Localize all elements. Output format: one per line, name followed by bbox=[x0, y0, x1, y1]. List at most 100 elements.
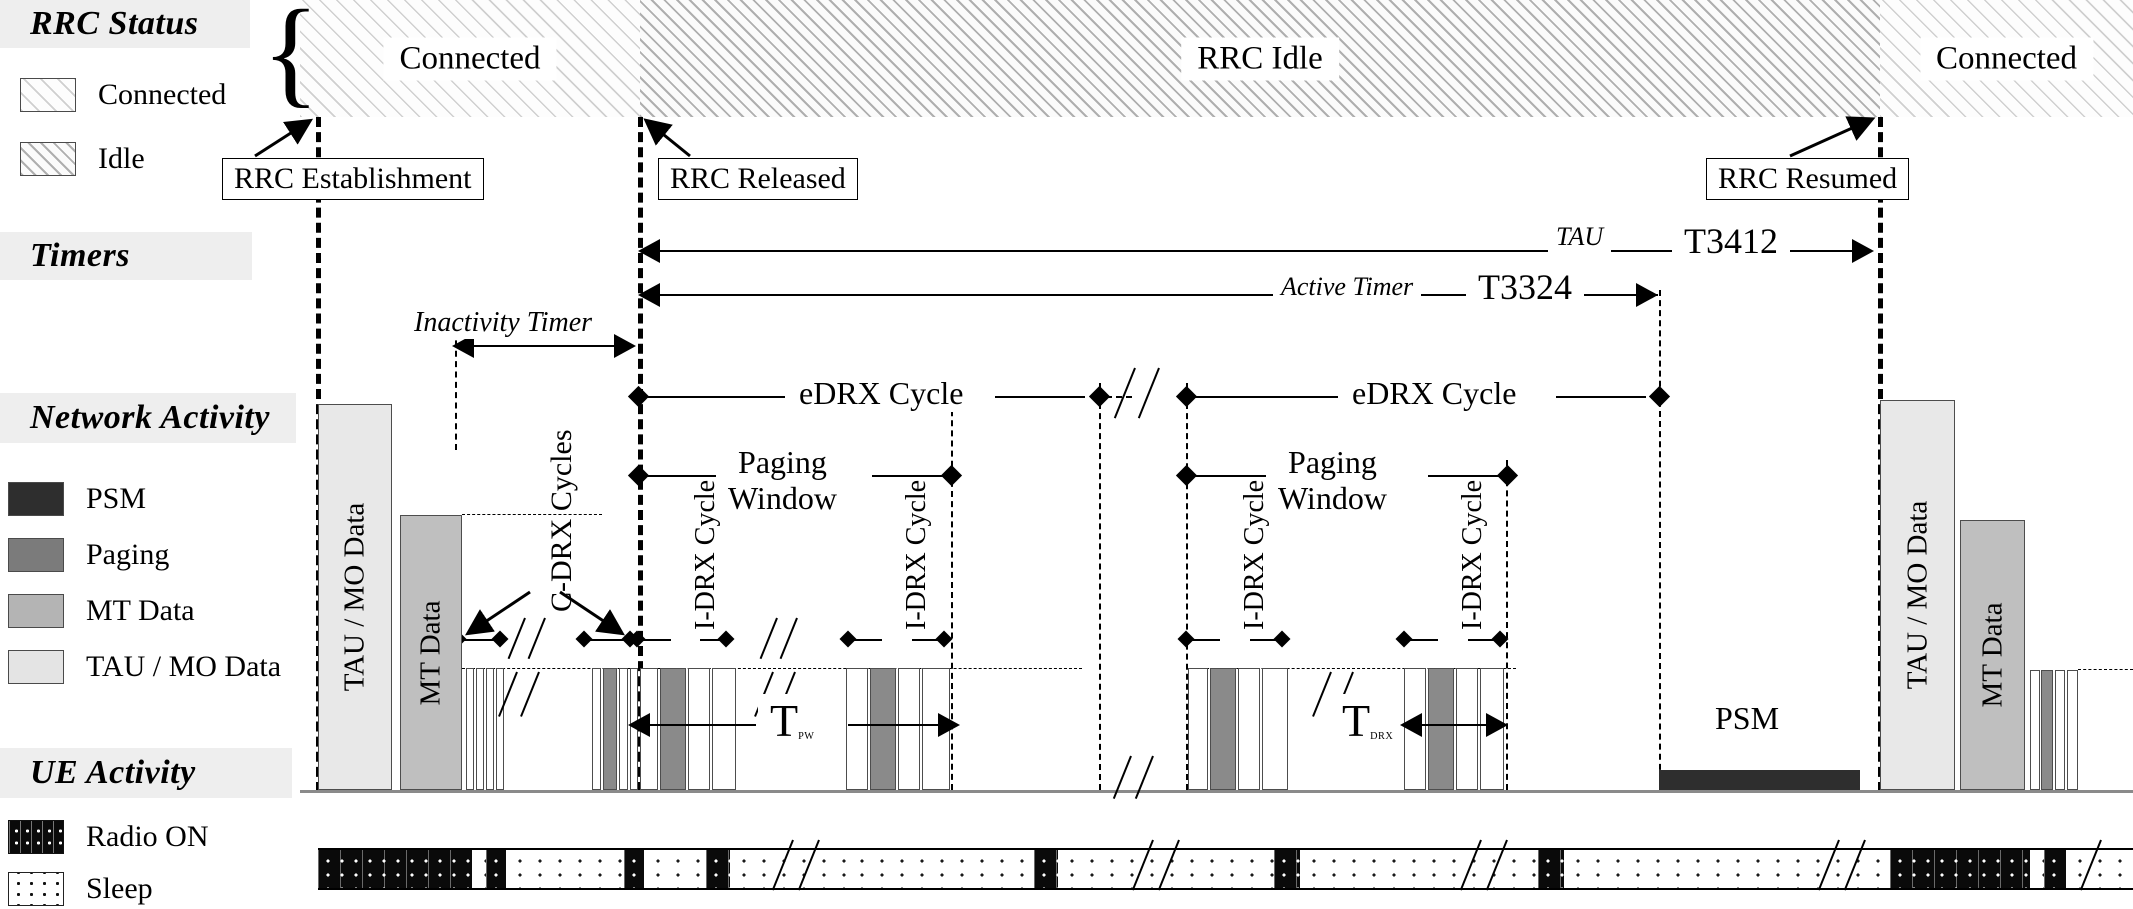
t-pw-sub: PW bbox=[798, 730, 815, 742]
legend-item-connected: Connected bbox=[20, 78, 226, 112]
burst-pw2-b bbox=[1238, 668, 1260, 790]
callout-rrc-resumed[interactable]: RRC Resumed bbox=[1706, 158, 1910, 200]
pw1-line-right bbox=[872, 475, 944, 477]
hatch-idle-icon bbox=[20, 142, 76, 176]
radio-on-pattern-icon bbox=[8, 820, 64, 854]
tdrx-arrow-left bbox=[1400, 713, 1422, 737]
burst-paging-a bbox=[603, 668, 617, 790]
bar-label: TAU / MO Data bbox=[338, 502, 371, 692]
idrx4-line-left bbox=[1410, 639, 1438, 641]
rrc-segment-idle: RRC Idle bbox=[640, 0, 1880, 117]
section-header-network-activity: Network Activity bbox=[0, 393, 296, 443]
paging-window-line1: Paging bbox=[1288, 444, 1377, 480]
callout-rrc-establishment[interactable]: RRC Establishment bbox=[222, 158, 484, 200]
pw2-line-right bbox=[1428, 475, 1500, 477]
psm-color-icon bbox=[8, 482, 64, 516]
ue-seg-sleep bbox=[644, 850, 706, 888]
tpw-line-left bbox=[648, 724, 756, 726]
rrc-segment-label: Connected bbox=[1919, 37, 2094, 80]
legend-item-paging: Paging bbox=[8, 538, 169, 572]
paging-window-line2: Window bbox=[1278, 480, 1387, 516]
idrx1-line-left bbox=[643, 639, 671, 641]
hatch-connected-icon bbox=[20, 78, 76, 112]
burst-pw2-paging-2 bbox=[1428, 668, 1454, 790]
section-header-timers: Timers bbox=[0, 232, 252, 280]
boundary-line-idrx-mid bbox=[1506, 460, 1508, 790]
timer-sublabel-tau: TAU bbox=[1548, 222, 1612, 252]
idrx2-line-right bbox=[912, 639, 940, 641]
boundary-line-inactivity-start bbox=[455, 330, 457, 450]
callout-label: RRC Resumed bbox=[1718, 162, 1898, 195]
edrx1-break-dash bbox=[1106, 396, 1132, 398]
rrc-segment-label: Connected bbox=[383, 37, 557, 80]
timer-arrow-left-t3324 bbox=[638, 283, 660, 307]
legend-item-tau-mo-data: TAU / MO Data bbox=[8, 650, 281, 684]
ue-seg-radio-on bbox=[1034, 850, 1058, 888]
marker-idrx2-end bbox=[935, 630, 953, 648]
bar-psm bbox=[1659, 770, 1860, 790]
tau-mo-data-color-icon bbox=[8, 650, 64, 684]
cdrx-line-a bbox=[464, 639, 496, 641]
idrx2-line-left bbox=[854, 639, 882, 641]
ue-seg-sleep bbox=[1564, 850, 1890, 888]
legend-item-idle: Idle bbox=[20, 142, 145, 176]
burst-pw1-paging-2 bbox=[870, 668, 896, 790]
ue-seg-sleep bbox=[1300, 850, 1538, 888]
boundary-line-edrx-2-start bbox=[1099, 383, 1101, 790]
burst-pw2-a bbox=[1188, 668, 1208, 790]
legend-item-mt-data: MT Data bbox=[8, 594, 195, 628]
paging-window-line1: Paging bbox=[738, 444, 827, 480]
bar-tau-mo-data-left: TAU / MO Data bbox=[318, 404, 392, 790]
burst-right-b bbox=[2055, 670, 2065, 790]
legend-item-psm: PSM bbox=[8, 482, 146, 516]
burst-right-a bbox=[2030, 670, 2040, 790]
ue-seg-radio-on bbox=[624, 850, 644, 888]
guide-burst-top-right bbox=[1186, 668, 1516, 669]
label-idrx-cycle-1: I-DRX Cycle bbox=[690, 479, 721, 630]
burst-cdrx-2 bbox=[476, 668, 484, 790]
label-paging-window-1: Paging Window bbox=[716, 444, 849, 516]
t-drx-base: T bbox=[1342, 695, 1371, 746]
burst-pw1-b bbox=[688, 668, 710, 790]
label-edrx-cycle-2: eDRX Cycle bbox=[1338, 375, 1531, 412]
timer-label-inactivity: Inactivity Timer bbox=[414, 307, 593, 339]
bar-tau-mo-data-right: TAU / MO Data bbox=[1880, 400, 1955, 790]
callout-label: RRC Establishment bbox=[234, 162, 472, 195]
callout-rrc-released[interactable]: RRC Released bbox=[658, 158, 858, 200]
ue-seg-radio-on bbox=[486, 850, 506, 888]
label-paging-window-2: Paging Window bbox=[1266, 444, 1399, 516]
marker-pw1-end bbox=[940, 464, 963, 487]
idrx4-line-right bbox=[1468, 639, 1496, 641]
activity-baseline bbox=[300, 790, 2133, 793]
burst-cdrx-6 bbox=[619, 668, 628, 790]
edrx1-line-left bbox=[645, 396, 795, 398]
marker-cdrx-b bbox=[491, 630, 509, 648]
bar-label: MT Data bbox=[414, 600, 447, 705]
label-edrx-cycle-1: eDRX Cycle bbox=[785, 375, 978, 412]
section-header-ue-activity: UE Activity bbox=[0, 748, 292, 798]
timer-arrow-left-t3412 bbox=[638, 239, 660, 263]
label-idrx-cycle-4: I-DRX Cycle bbox=[1457, 479, 1488, 630]
bar-label: TAU / MO Data bbox=[1901, 500, 1933, 690]
timer-label-t3412: T3412 bbox=[1672, 220, 1790, 262]
ue-seg-sleep bbox=[2030, 850, 2044, 888]
edrx1-line-right bbox=[995, 396, 1085, 398]
section-header-label: RRC Status bbox=[30, 5, 199, 42]
ue-seg-radio-on bbox=[706, 850, 730, 888]
ue-seg-radio-on bbox=[318, 850, 472, 888]
idrx3-line-left bbox=[1192, 639, 1220, 641]
marker-edrx2-end bbox=[1648, 385, 1671, 408]
paging-color-icon bbox=[8, 538, 64, 572]
timer-label-t3324: T3324 bbox=[1466, 266, 1584, 308]
burst-cdrx-5 bbox=[592, 668, 601, 790]
mt-data-color-icon bbox=[8, 594, 64, 628]
event-line-rrc-released bbox=[638, 117, 643, 792]
legend-brace-icon: { bbox=[262, 0, 320, 118]
rrc-status-band: Connected RRC Idle Connected bbox=[300, 0, 2133, 117]
section-header-label: UE Activity bbox=[30, 754, 196, 791]
idrx3-line-right bbox=[1250, 639, 1278, 641]
ue-seg-sleep bbox=[848, 850, 1034, 888]
ue-seg-sleep bbox=[506, 850, 624, 888]
tdrx-line bbox=[1420, 724, 1492, 726]
burst-pw1-d bbox=[846, 668, 868, 790]
